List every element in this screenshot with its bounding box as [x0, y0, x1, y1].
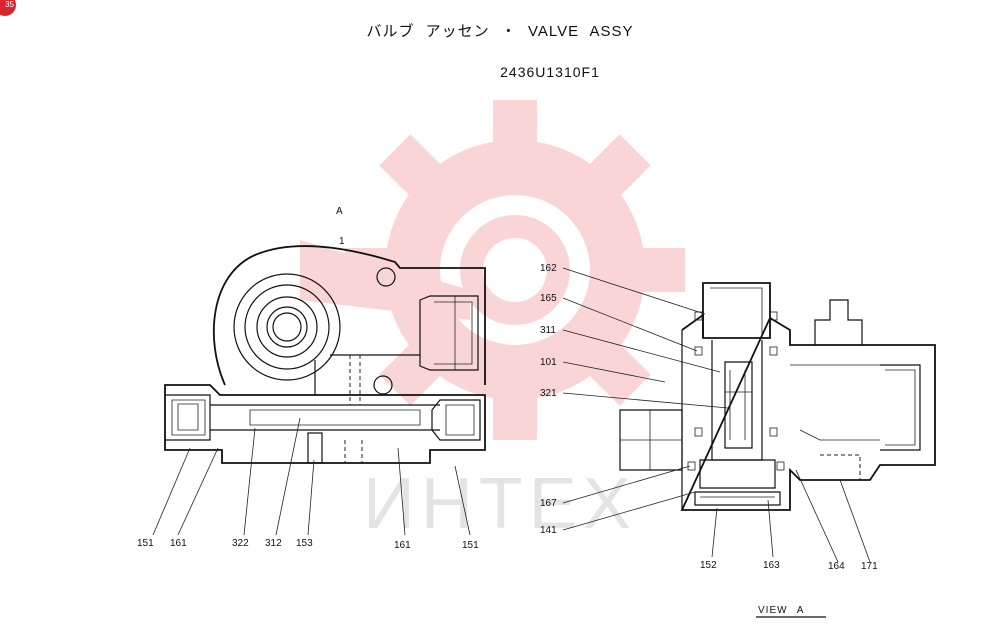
label-311: 311 [540, 325, 556, 336]
label-161-right: 161 [394, 540, 411, 551]
label-321: 321 [540, 388, 557, 399]
right-valve-view: 162 165 311 101 321 167 141 152 163 164 … [540, 263, 936, 618]
page-badge: 35 [0, 0, 16, 16]
label-322: 322 [232, 538, 249, 549]
part-number: 2436U1310F1 [500, 64, 600, 80]
label-151: 151 [137, 538, 154, 549]
label-167: 167 [540, 498, 557, 509]
label-312: 312 [265, 538, 282, 549]
watermark-text: ИНТЕХ [363, 464, 637, 544]
label-162: 162 [540, 263, 557, 274]
view-marker-letter: A [336, 206, 343, 217]
label-153: 153 [296, 538, 313, 549]
label-163: 163 [763, 560, 780, 571]
label-164: 164 [828, 561, 845, 572]
label-171: 171 [861, 561, 878, 572]
drawing-title: バルブ アッセン ・ VALVE ASSY [366, 23, 634, 40]
label-151-right: 151 [462, 540, 479, 551]
label-152: 152 [700, 560, 717, 571]
label-141: 141 [540, 525, 557, 536]
view-a-caption: VIEW A [758, 605, 804, 616]
view-marker-digit: 1 [339, 236, 345, 247]
watermark-gear [300, 100, 685, 440]
label-101: 101 [540, 357, 557, 368]
left-valve-view: A 1 [137, 206, 486, 551]
label-165: 165 [540, 293, 557, 304]
label-161: 161 [170, 538, 187, 549]
